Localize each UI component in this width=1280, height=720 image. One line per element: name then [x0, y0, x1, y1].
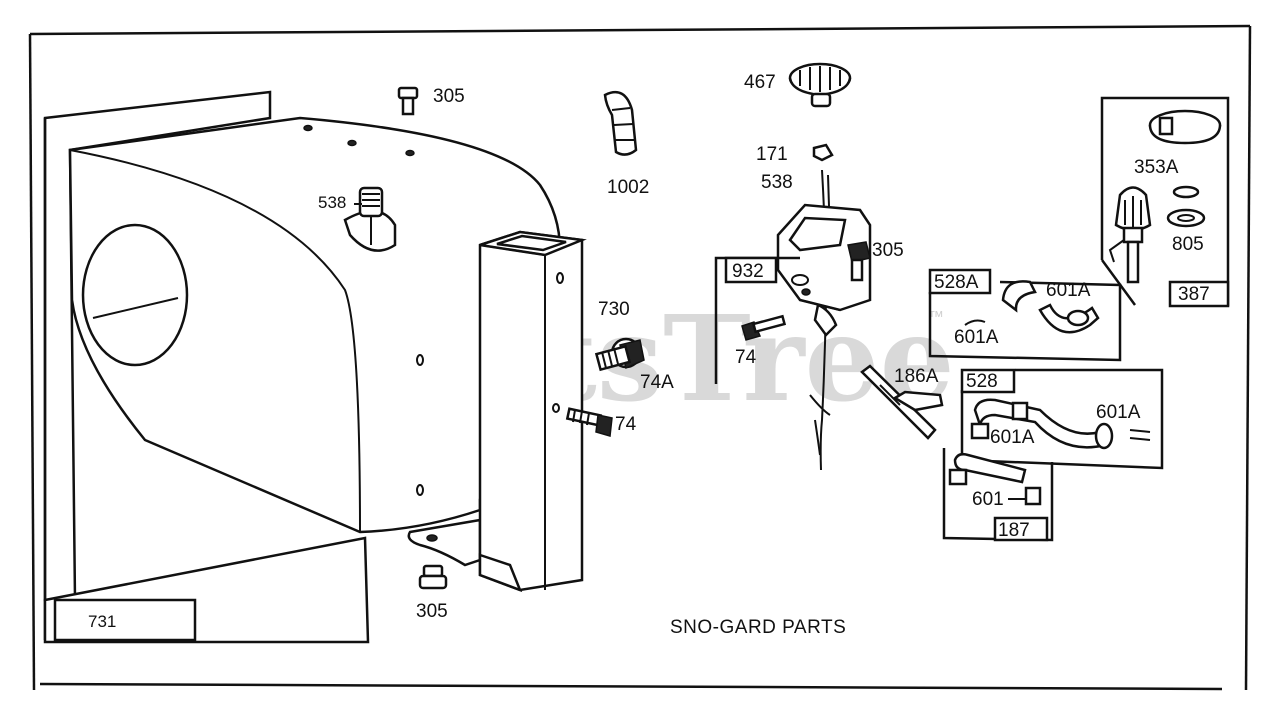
label-74-kit: 74: [735, 347, 757, 368]
control-bracket-assembly: [776, 169, 872, 471]
label-305-bracket: 305: [872, 240, 904, 261]
label-601A-d: 601A: [1096, 402, 1141, 423]
label-187: 187: [998, 520, 1030, 541]
label-528A: 528A: [934, 272, 979, 293]
hose-1002: [603, 90, 638, 156]
label-528: 528: [966, 371, 998, 392]
label-601: 601: [972, 489, 1004, 510]
label-74A: 74A: [640, 372, 674, 393]
leader-lines: [354, 203, 1026, 500]
label-932: 932: [732, 261, 764, 282]
label-538-rod: 538: [761, 172, 793, 193]
label-171: 171: [756, 144, 788, 165]
tube-730: [478, 230, 587, 593]
bolt-74A: [594, 337, 645, 372]
kit-528A: [928, 268, 1122, 362]
fuel-line-186A: [860, 364, 944, 440]
label-353A: 353A: [1134, 157, 1179, 178]
svg-text:™: ™: [928, 309, 944, 326]
label-730: 730: [598, 299, 630, 320]
label-538-cap: 538: [318, 193, 346, 212]
kit-528: [960, 368, 1164, 470]
kit-187: [942, 448, 1054, 542]
kit-387: [1100, 96, 1230, 308]
nut-171: [812, 143, 834, 162]
label-601A-b: 601A: [954, 327, 999, 348]
label-74: 74: [615, 414, 637, 435]
screw-305-top: [397, 86, 419, 116]
label-601A-a: 601A: [1046, 280, 1091, 301]
label-467: 467: [744, 72, 776, 93]
screw-305-bracket: [847, 241, 871, 282]
label-186A: 186A: [894, 366, 939, 387]
cap-467: [788, 62, 852, 108]
label-601A-c: 601A: [990, 427, 1035, 448]
label-387: 387: [1178, 284, 1210, 305]
label-305-bottom: 305: [416, 601, 448, 622]
bolt-74: [565, 407, 613, 437]
label-305-top: 305: [433, 86, 465, 107]
fuel-tank-731: [43, 90, 562, 644]
label-805: 805: [1172, 234, 1204, 255]
label-731: 731: [88, 612, 116, 631]
diagram-title: SNO-GARD PARTS: [670, 617, 846, 638]
kit-932: [714, 256, 800, 384]
diagram-frame: [28, 24, 1252, 691]
part-labels: 305 538 1002 467 171 538 305 932 74 730 …: [88, 72, 1210, 631]
screw-305-bottom: [418, 564, 448, 590]
label-1002: 1002: [607, 177, 649, 198]
